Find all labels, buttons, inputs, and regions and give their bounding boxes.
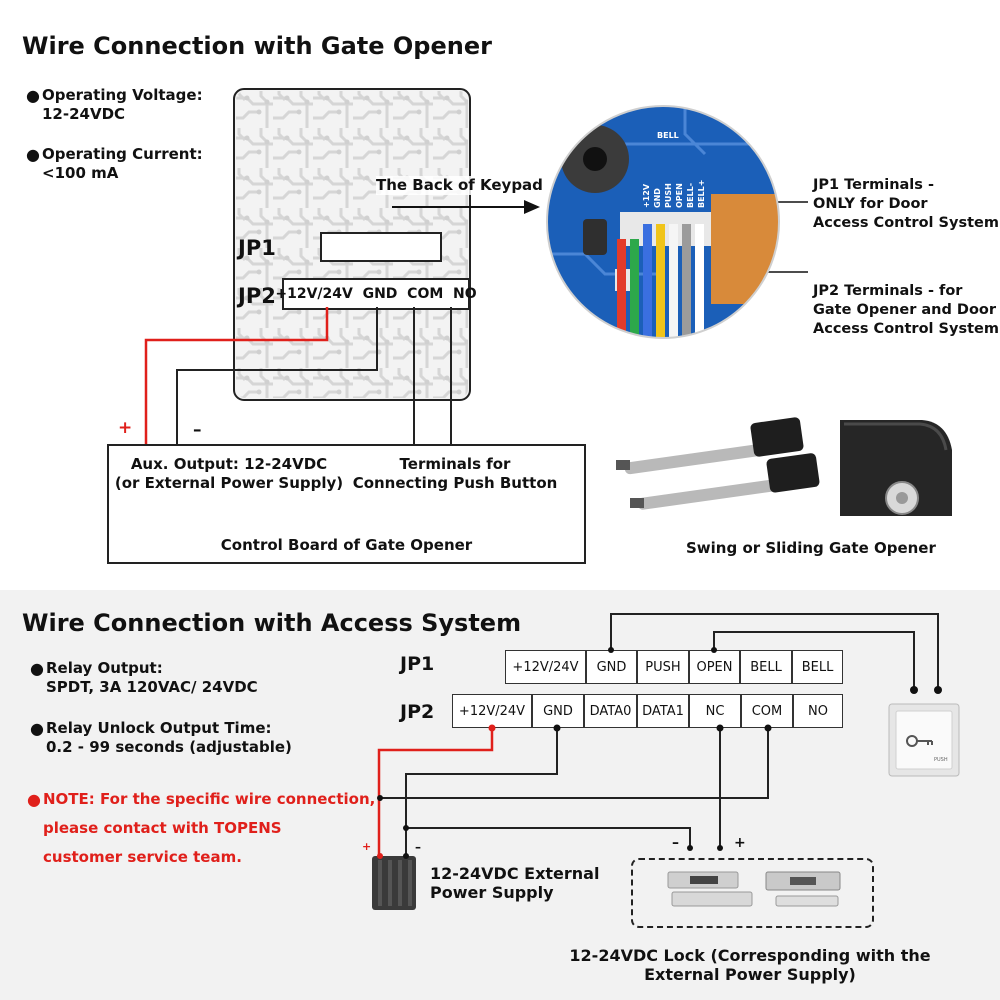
control-board: [107, 444, 586, 564]
pcb-label-bell-minus: BELL-: [686, 183, 695, 208]
gate-opener-caption: Swing or Sliding Gate Opener: [686, 539, 936, 557]
keypad-pcb-photo: BELL +12V GND PUSH OPEN BELL- BELL+: [546, 105, 780, 339]
spec-relay-unlock-time: ● Relay Unlock Output Time: 0.2 - 99 sec…: [30, 719, 292, 756]
jp1-label: JP1: [238, 236, 276, 260]
bullet-icon: ●: [26, 145, 40, 164]
gate-opener-title: Wire Connection with Gate Opener: [22, 32, 492, 60]
push-button-terminals-label: Terminals for Connecting Push Button: [352, 455, 558, 492]
electric-lock-icon: [667, 871, 841, 907]
jp2-label: JP2: [238, 284, 276, 308]
pcb-label-bell-plus: BELL+: [697, 180, 706, 208]
jp1-annotation: JP1 Terminals - ONLY for Door Access Con…: [813, 177, 999, 231]
note-text: ● NOTE: For the specific wire connection…: [27, 785, 375, 872]
pcb-label-push: PUSH: [664, 183, 673, 208]
jp2-terminal-12v: +12V/24V: [452, 694, 532, 728]
ps-plus-sign: +: [362, 840, 372, 853]
jp1-terminal-push: PUSH: [637, 650, 689, 684]
sliding-opener-icon: [840, 420, 952, 516]
exit-push-button: PUSH: [888, 703, 960, 777]
jp2-terminal-nc: NC: [689, 694, 741, 728]
keypad-back-label: The Back of Keypad: [376, 176, 543, 195]
jp2-terminal-data1: DATA1: [637, 694, 689, 728]
jp1-terminal-bell-1: BELL: [740, 650, 792, 684]
jp2-terminal-no: NO: [793, 694, 843, 728]
jp2-terminal-data0: DATA0: [584, 694, 637, 728]
lock-plus-sign: +: [734, 835, 746, 851]
jp2-terminal-gnd: GND: [532, 694, 584, 728]
power-supply-label: 12-24VDC External Power Supply: [430, 864, 600, 902]
jp1-terminal-bell-2: BELL: [792, 650, 843, 684]
aux-output-label: Aux. Output: 12-24VDC (or External Power…: [114, 455, 344, 492]
lock-minus-sign: –: [672, 835, 679, 851]
spec-operating-current: ● Operating Current: <100 mA: [26, 145, 203, 182]
swing-actuator-icon: [616, 417, 820, 510]
pcb-label-bell: BELL: [657, 131, 679, 140]
bullet-icon: ●: [30, 719, 44, 738]
bullet-icon: ●: [30, 659, 44, 678]
jp1-terminal-12v: +12V/24V: [505, 650, 586, 684]
gate-opener-image: [616, 417, 952, 516]
ps-minus-sign: –: [415, 840, 421, 854]
lock-group: [631, 858, 874, 928]
control-board-title: Control Board of Gate Opener: [220, 536, 473, 554]
jp2-annotation: JP2 Terminals - for Gate Opener and Door…: [813, 283, 999, 337]
plus-sign: +: [118, 418, 133, 438]
key-icon: [906, 735, 933, 747]
jp2-terminal-com: COM: [741, 694, 793, 728]
jp2-bottom-label: JP2: [400, 701, 435, 723]
jp1-bottom-label: JP1: [400, 653, 435, 675]
bullet-icon: ●: [26, 86, 40, 105]
pcb-label-open: OPEN: [675, 183, 684, 208]
power-supply-icon: [372, 853, 416, 910]
access-system-title: Wire Connection with Access System: [22, 609, 522, 637]
jp1-terminal-block: [320, 232, 442, 262]
spec-operating-voltage: ● Operating Voltage: 12-24VDC: [26, 86, 203, 123]
minus-sign: –: [193, 420, 202, 440]
spec-relay-output: ● Relay Output: SPDT, 3A 120VAC/ 24VDC: [30, 659, 258, 696]
access-system-wiring: [377, 613, 942, 858]
pcb-label-12v: +12V: [642, 183, 651, 208]
pcb-label-gnd: GND: [653, 188, 662, 208]
push-button-text: PUSH: [934, 757, 948, 763]
lock-caption: 12-24VDC Lock (Corresponding with the Ex…: [569, 946, 931, 984]
bullet-icon: ●: [27, 790, 41, 809]
